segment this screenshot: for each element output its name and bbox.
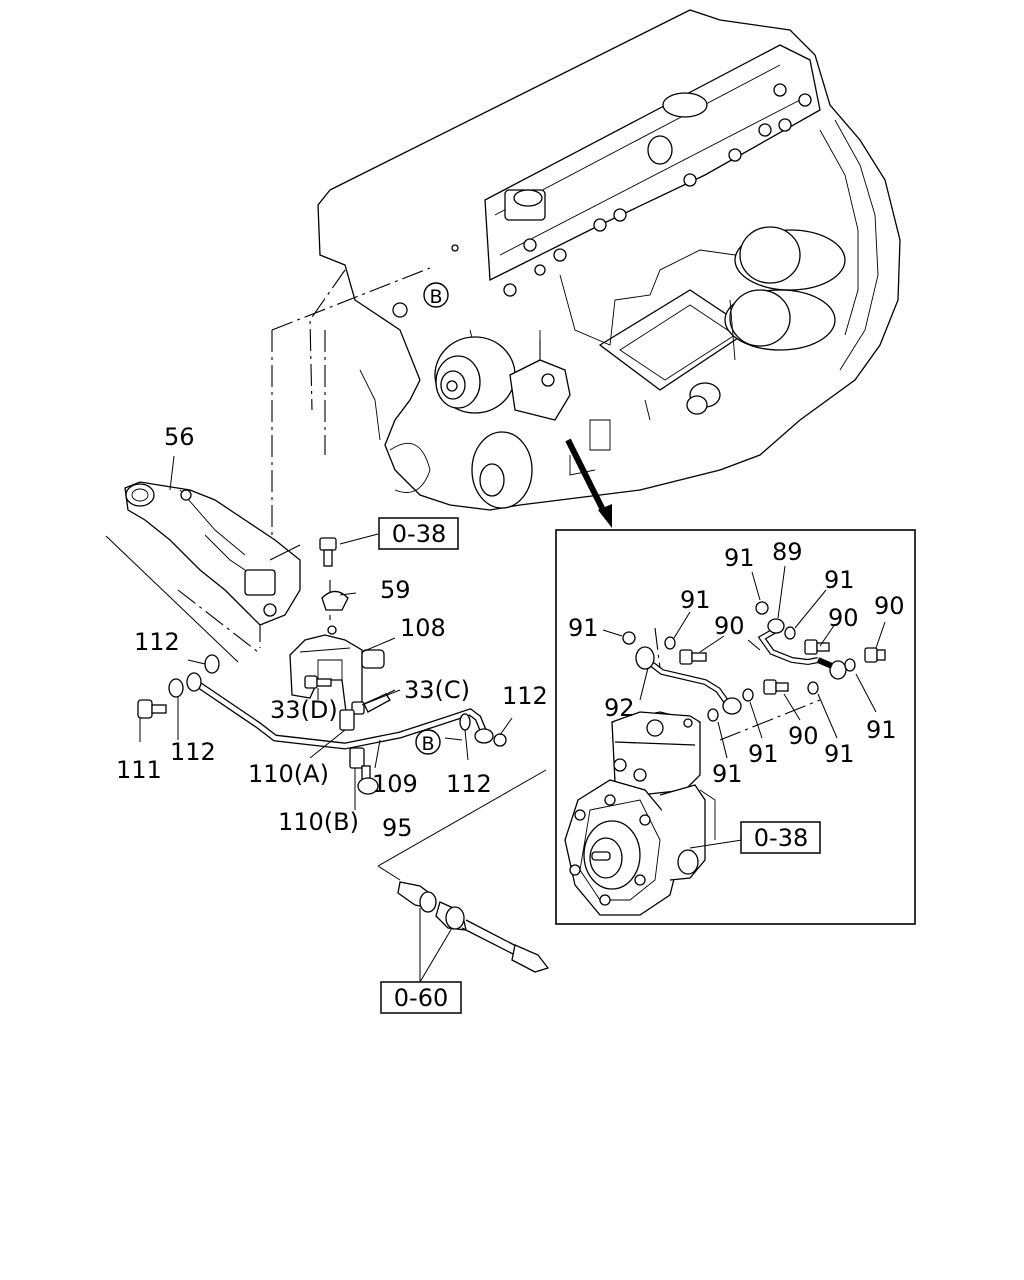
clip-110a (339, 709, 355, 731)
part-label-56: 56 (164, 423, 195, 451)
washer-112-d (493, 733, 507, 747)
inset-frame (555, 529, 916, 925)
part-label-111: 111 (116, 756, 162, 784)
clip-110b (349, 747, 365, 769)
clip-59 (321, 590, 349, 611)
bolt-111 (137, 699, 167, 719)
bolt-95 (357, 765, 379, 795)
inset-label-91-g: 91 (824, 740, 855, 768)
inset-label-90-b: 90 (828, 604, 859, 632)
detail-arrow (565, 438, 607, 514)
air-compressor-inset (564, 565, 886, 916)
part-label-33d: 33(D) (270, 696, 338, 724)
inset-label-92: 92 (604, 694, 635, 722)
part-label-112-a: 112 (134, 628, 180, 656)
part-label-112-d: 112 (502, 682, 548, 710)
ref-label-0-38-top: 0-38 (392, 520, 446, 548)
inset-label-91-d: 91 (568, 614, 599, 642)
part-label-108: 108 (400, 614, 446, 642)
part-labels: 56 59 108 112 33(D) 33(C) 112 112 111 11… (116, 423, 905, 842)
inset-label-91-h: 91 (866, 716, 897, 744)
svg-text:B: B (429, 286, 442, 308)
marker-b-engine: B (423, 282, 449, 308)
inset-label-90-c: 90 (874, 592, 905, 620)
phantom-lines (177, 267, 541, 713)
part-label-112-b: 112 (170, 738, 216, 766)
bolt-33c (351, 693, 391, 715)
bolt-33d (304, 675, 332, 689)
marker-b-pipe: B (415, 729, 441, 755)
part-label-112-c: 112 (446, 770, 492, 798)
leader-lines (139, 455, 513, 810)
part-label-109: 109 (372, 770, 418, 798)
part-label-110b: 110(B) (278, 808, 359, 836)
part-label-33c: 33(C) (404, 676, 470, 704)
inset-label-91-b: 91 (824, 566, 855, 594)
part-label-95: 95 (382, 814, 413, 842)
bracket-108 (289, 625, 385, 713)
part-label-110a: 110(A) (248, 760, 329, 788)
oil-filter-bracket-56 (124, 481, 301, 626)
inset-label-91-e: 91 (712, 760, 743, 788)
inset-label-91-a: 91 (724, 544, 755, 572)
part-label-59: 59 (380, 576, 411, 604)
inset-label-90-d: 90 (788, 722, 819, 750)
washer-112-a (204, 654, 220, 674)
washer-112-b (168, 678, 184, 698)
inset-label-91-f: 91 (748, 740, 779, 768)
bolt-top (319, 537, 337, 567)
ref-box-0-38-inset: 0-38 (740, 821, 821, 854)
engine-block (317, 9, 901, 511)
inset-label-91-c: 91 (680, 586, 711, 614)
inset-label-90-a: 90 (714, 612, 745, 640)
washer-112-c (459, 713, 471, 731)
svg-text:B: B (421, 733, 434, 755)
inset-label-89: 89 (772, 538, 803, 566)
ref-label-0-38-inset: 0-38 (754, 824, 808, 852)
ref-box-0-38-top: 0-38 (378, 517, 459, 550)
ref-label-0-60: 0-60 (394, 984, 448, 1012)
ref-box-0-60: 0-60 (380, 981, 462, 1014)
sensor-assembly (377, 769, 550, 983)
